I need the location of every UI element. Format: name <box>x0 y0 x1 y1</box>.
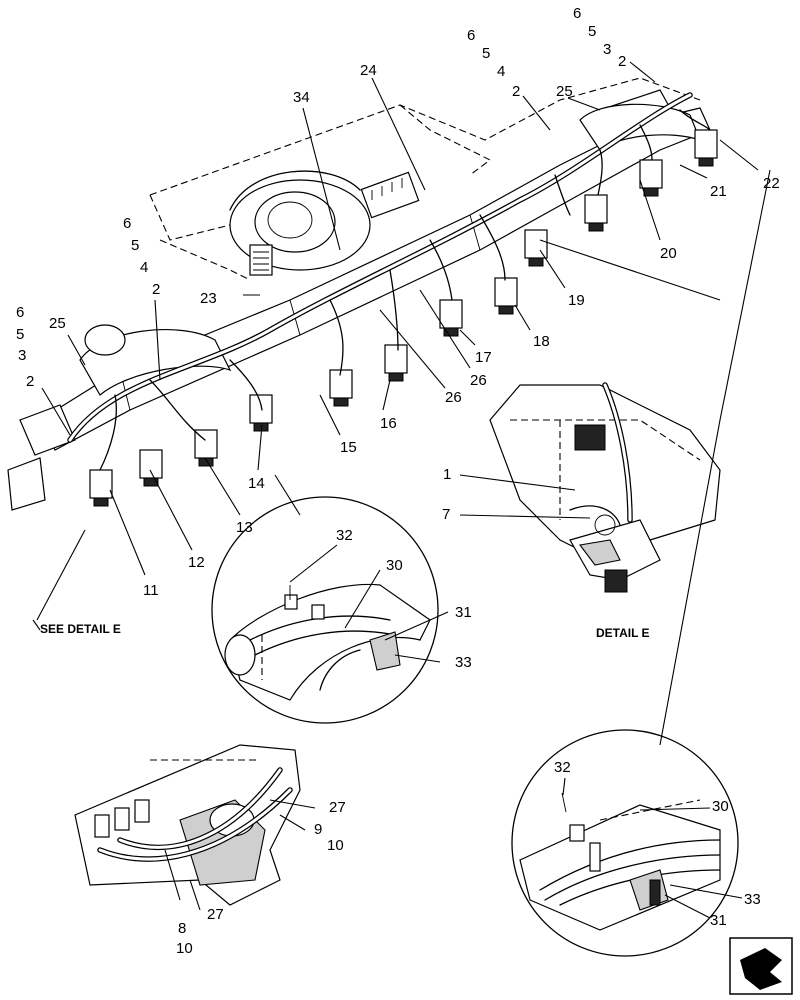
callout-10: 10 <box>327 837 344 854</box>
callout-6: 6 <box>123 215 131 232</box>
callout-5: 5 <box>131 237 139 254</box>
callout-6: 6 <box>16 304 24 321</box>
navigation-arrow-icon[interactable] <box>729 937 793 995</box>
detail-e-title: DETAIL E <box>596 626 650 640</box>
callout-14: 14 <box>248 475 265 492</box>
callout-20: 20 <box>660 245 677 262</box>
callout-30: 30 <box>386 557 403 574</box>
detail-e-drawing <box>489 382 721 593</box>
callout-5: 5 <box>588 23 596 40</box>
callout-23: 23 <box>200 290 217 307</box>
callout-18: 18 <box>533 333 550 350</box>
callout-4: 4 <box>497 63 505 80</box>
leader-lines <box>36 61 771 919</box>
callout-15: 15 <box>340 439 357 456</box>
callout-33: 33 <box>455 654 472 671</box>
callout-27: 27 <box>207 906 224 923</box>
callout-4: 4 <box>140 259 148 276</box>
callout-1: 1 <box>443 466 451 483</box>
callout-7: 7 <box>442 506 450 523</box>
hoses <box>67 92 711 471</box>
callout-2: 2 <box>26 373 34 390</box>
callout-8: 8 <box>178 920 186 937</box>
callout-2: 2 <box>512 83 520 100</box>
callout-24: 24 <box>360 62 377 79</box>
callout-26: 26 <box>470 372 487 389</box>
callout-21: 21 <box>710 183 727 200</box>
callout-34: 34 <box>293 89 310 106</box>
callout-32: 32 <box>336 527 353 544</box>
callout-6: 6 <box>467 27 475 44</box>
callout-9: 9 <box>314 821 322 838</box>
circle-detail-lower <box>511 729 739 957</box>
callouts: 6 5 3 2 6 5 4 2 24 34 25 22 21 20 19 6 5… <box>16 5 780 957</box>
callout-19: 19 <box>568 292 585 309</box>
callout-3: 3 <box>18 347 26 364</box>
callout-31: 31 <box>710 912 727 929</box>
callout-5: 5 <box>482 45 490 62</box>
main-frame <box>7 77 711 511</box>
callout-31: 31 <box>455 604 472 621</box>
callout-16: 16 <box>380 415 397 432</box>
callout-12: 12 <box>188 554 205 571</box>
callout-11: 11 <box>143 582 159 599</box>
callout-3: 3 <box>603 41 611 58</box>
callout-33: 33 <box>744 891 761 908</box>
callout-32: 32 <box>554 759 571 776</box>
callout-13: 13 <box>236 519 253 536</box>
callout-27: 27 <box>329 799 346 816</box>
callout-17: 17 <box>475 349 492 366</box>
bottom-left-assembly <box>74 744 301 906</box>
callout-25: 25 <box>556 83 573 100</box>
callout-25: 25 <box>49 315 66 332</box>
callout-30: 30 <box>712 798 729 815</box>
callout-5: 5 <box>16 326 24 343</box>
callout-2: 2 <box>152 281 160 298</box>
callout-26: 26 <box>445 389 462 406</box>
callout-22: 22 <box>763 175 780 192</box>
callout-2: 2 <box>618 53 626 70</box>
callout-10: 10 <box>176 940 193 957</box>
callout-6: 6 <box>573 5 581 22</box>
see-detail-e-label: SEE DETAIL E <box>40 622 121 636</box>
circle-detail-upper <box>211 496 439 724</box>
